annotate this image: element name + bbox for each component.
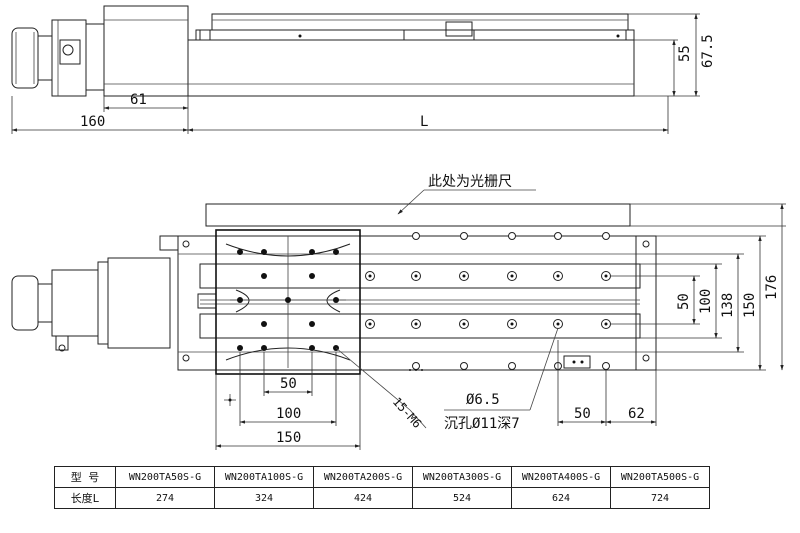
length-cell: 624 [511,487,611,509]
dim-160: 160 [80,114,105,130]
length-cell: 724 [610,487,710,509]
length-cell: 524 [412,487,512,509]
length-header: 长度L [54,487,116,509]
rail-holes [182,232,650,371]
hole-callout: Ø6.5 [466,392,500,408]
spec-length-row: 长度L 274 324 424 524 624 724 [54,487,710,509]
coupling-housing [103,5,189,97]
model-cell: WN200TA500S-G [610,466,710,488]
motor-body [51,19,105,97]
model-cell: WN200TA100S-G [214,466,314,488]
dim-67-5: 67.5 [700,34,716,68]
motor-handwheel [11,27,53,89]
dim-50-vertical: 50 [676,293,692,310]
model-cell: WN200TA300S-G [412,466,512,488]
dim-55: 55 [677,45,693,62]
spec-model-row: 型 号 WN200TA50S-G WN200TA100S-G WN200TA20… [54,466,710,488]
length-cell: 324 [214,487,314,509]
scale-note: 此处为光栅尺 [428,174,512,190]
counterbore-callout: 沉孔Ø11深7 [444,416,520,432]
dim-61: 61 [130,92,147,108]
top-view: 此处为光栅尺 [11,174,786,450]
model-cell: WN200TA400S-G [511,466,611,488]
model-header: 型 号 [54,466,116,488]
model-cell: WN200TA50S-G [115,466,215,488]
model-cell: WN200TA200S-G [313,466,413,488]
dim-carriage-150: 150 [276,430,301,446]
dim-100-vertical: 100 [698,289,714,314]
side-view: 61 160 L 55 67.5 [11,5,716,134]
dim-138-vertical: 138 [720,293,736,318]
dim-150-vertical: 150 [742,293,758,318]
dim-176-vertical: 176 [764,275,780,300]
spec-table: 型 号 WN200TA50S-G WN200TA100S-G WN200TA20… [54,466,710,509]
length-cell: 424 [313,487,413,509]
dim-carriage-100: 100 [276,406,301,422]
optical-scale [205,203,631,227]
motor-top [11,257,171,352]
thread-callout: 15-M6 [390,395,425,431]
dim-right-62: 62 [628,406,645,422]
length-cell: 274 [115,487,215,509]
base-plate [177,235,657,371]
dim-right-50: 50 [574,406,591,422]
dim-L: L [420,114,428,130]
dim-carriage-50: 50 [280,376,297,392]
stage-body [187,13,635,97]
